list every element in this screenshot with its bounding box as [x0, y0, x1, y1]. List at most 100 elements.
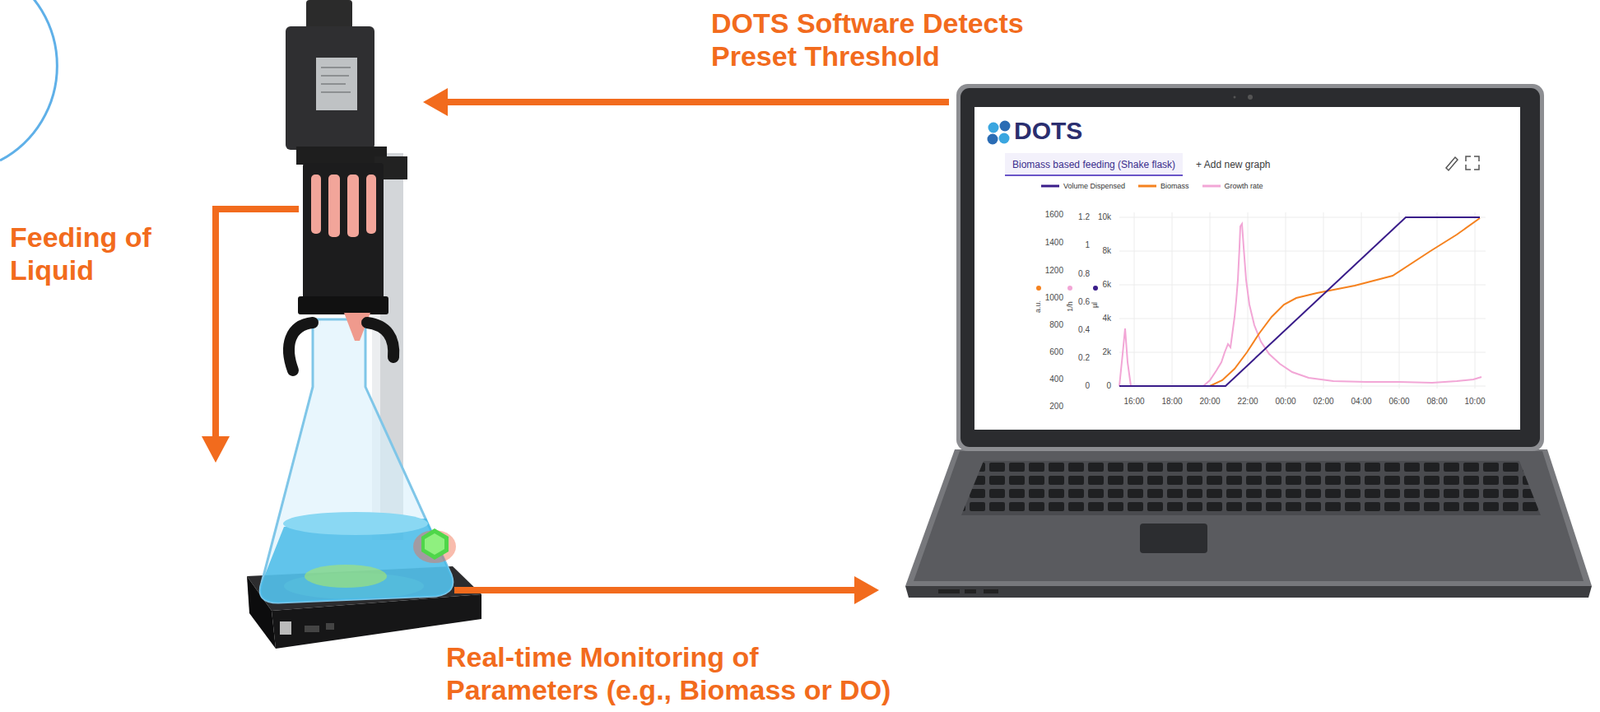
growth-rate-curve [1119, 223, 1482, 387]
axis-tick: 0 [1106, 381, 1112, 391]
brand-name: DOTS [1013, 118, 1083, 144]
tab-title: Biomass based feeding (Shake flask) [1012, 158, 1176, 171]
annotation-label: Real-time Monitoring of Parameters (e.g.… [446, 640, 903, 707]
legend-line-sample [1138, 185, 1157, 188]
time-tick: 10:00 [1464, 397, 1485, 406]
device-base [279, 621, 292, 635]
flow-arrows [423, 88, 448, 117]
axis-unit: 1/h [1065, 301, 1074, 312]
axis-tick: 8k [1102, 246, 1112, 256]
chart-grid [1119, 212, 1486, 389]
legend-text: Volume Dispensed [1063, 181, 1126, 191]
biomass-curve [1119, 218, 1480, 387]
time-tick: 02:00 [1312, 397, 1334, 406]
flow-arrows [444, 98, 949, 106]
dots-logo-icon [999, 133, 1010, 145]
axis-tick: 1 [1084, 241, 1090, 250]
axis-unit: µl [1092, 301, 1100, 307]
shake-flask [421, 528, 449, 560]
dots-logo-icon [987, 134, 999, 145]
laptop [956, 83, 1545, 452]
time-tick: 16:00 [1123, 397, 1145, 406]
shake-flask [260, 319, 456, 603]
axis-dots [1093, 285, 1098, 291]
axis-tick: 1600 [1045, 210, 1064, 219]
axis-tick: 0.2 [1078, 353, 1090, 363]
add-graph-button: + Add new graph [1195, 158, 1270, 171]
laptop [1247, 94, 1253, 100]
axis-tick: 400 [1049, 375, 1064, 384]
dots-logo-icon [987, 120, 1011, 145]
shake-flask [304, 564, 387, 588]
axis-tick: 2k [1102, 348, 1112, 357]
chart-grid [1361, 212, 1363, 389]
shake-flask [424, 533, 445, 555]
axis-tick: 6k [1102, 280, 1112, 289]
feeding-device [297, 296, 389, 315]
axis-dots [1036, 285, 1098, 291]
laptop [913, 451, 1584, 582]
axis-tick: 0.6 [1078, 297, 1090, 307]
axis-tick: 200 [1049, 402, 1064, 411]
axis-tick: 10k [1097, 213, 1112, 222]
chart-grid [1119, 318, 1486, 320]
axis-tick: 4k [1102, 314, 1112, 323]
laptop [1139, 523, 1208, 554]
flow-arrows [201, 436, 230, 463]
chart-grid [1119, 352, 1486, 354]
time-tick: 00:00 [1274, 397, 1296, 406]
time-tick: 18:00 [1161, 397, 1182, 406]
axis-dots [1036, 285, 1042, 291]
laptop [974, 106, 1521, 430]
laptop [1233, 96, 1237, 99]
feeding-device [320, 66, 351, 69]
laptop [961, 460, 1541, 516]
axis-tick: 600 [1049, 348, 1064, 357]
laptop [938, 589, 960, 594]
feeding-device [285, 0, 408, 371]
axis-tick: 0.8 [1078, 269, 1090, 279]
feeding-device [311, 174, 321, 234]
feeding-device [288, 322, 313, 371]
logo-arc [0, 0, 57, 161]
logo-arc [0, 0, 57, 161]
chart-grid [1474, 212, 1476, 389]
laptop [983, 589, 999, 594]
feeding-device [366, 174, 377, 234]
laptop [905, 586, 1592, 598]
graph-tab: Biomass based feeding (Shake flask) [1004, 153, 1183, 177]
axis-tick: 0 [1084, 381, 1090, 391]
feeding-device [296, 146, 387, 165]
laptop [960, 88, 1540, 447]
time-tick: 04:00 [1350, 397, 1372, 406]
laptop [964, 589, 977, 594]
dots-logo-icon [988, 122, 1000, 134]
feeding-device [316, 57, 358, 111]
chart-grid [1437, 212, 1438, 389]
feeding-device [302, 162, 384, 310]
device-base [325, 623, 335, 630]
flow-arrows [454, 586, 856, 594]
legend-line-sample [1041, 185, 1060, 188]
chart-grid [1172, 212, 1173, 389]
volume-curve [1119, 217, 1480, 387]
legend-text: Growth rate [1224, 181, 1264, 191]
axis-tick: 0.4 [1078, 325, 1090, 335]
annotation-label: DOTS Software Detects Preset Threshold [711, 6, 1107, 73]
feeding-device [285, 26, 375, 150]
chart-grid [1209, 212, 1211, 389]
volume-curve [1119, 217, 1480, 387]
axis-tick: 1400 [1045, 238, 1064, 247]
axis-dots [1067, 285, 1073, 291]
laptop [905, 83, 1592, 598]
axis-tick: 800 [1049, 320, 1064, 330]
feeding-device [347, 174, 359, 238]
tab-icons [1465, 156, 1480, 170]
time-tick: 06:00 [1388, 397, 1410, 406]
chart-grid [1323, 212, 1325, 389]
time-tick: 22:00 [1237, 397, 1258, 406]
legend-line-sample [1138, 183, 1157, 189]
flow-arrows [201, 88, 949, 605]
dots-logo-icon [1000, 120, 1011, 132]
